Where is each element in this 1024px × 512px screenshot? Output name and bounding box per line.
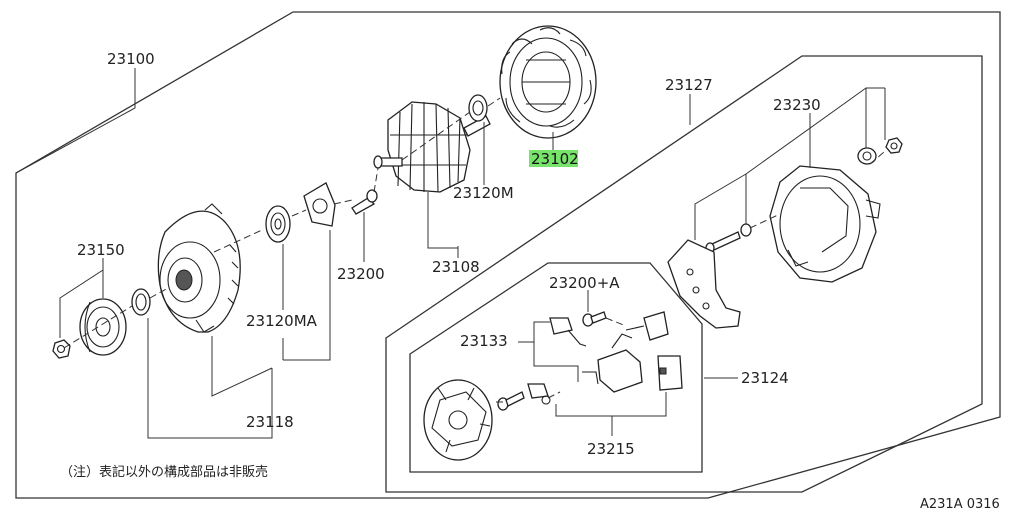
leader-23215: [555, 392, 667, 436]
label-23150[interactable]: 23150: [77, 241, 125, 259]
label-23108[interactable]: 23108: [432, 258, 480, 276]
brush-screw: [497, 391, 525, 411]
label-23200a[interactable]: 23200+A: [549, 274, 620, 292]
regulator: [582, 333, 643, 393]
label-23127[interactable]: 23127: [665, 76, 713, 94]
subassembly-frame: [385, 55, 983, 493]
label-23118[interactable]: 23118: [246, 413, 294, 431]
regulator-screw: [582, 311, 607, 327]
leader-23100: [15, 68, 136, 174]
drawing-code: A231A 0316: [920, 497, 1000, 512]
leader-23133: [518, 321, 579, 382]
label-23124[interactable]: 23124: [741, 369, 789, 387]
rectifier-plate: [667, 239, 741, 329]
label-23120ma[interactable]: 23120MA: [246, 312, 318, 330]
label-23230[interactable]: 23230: [773, 96, 821, 114]
brush-holder-frame: [409, 262, 703, 473]
label-23120m[interactable]: 23120M: [453, 184, 514, 202]
cover-nut-large: [857, 147, 877, 165]
cover-nut-small: [885, 137, 903, 154]
leader-23120ma: [282, 230, 331, 361]
main-axis-dashes: [63, 97, 501, 349]
pulley-nut: [52, 339, 71, 359]
label-23200[interactable]: 23200: [337, 265, 385, 283]
ic-regulator: [657, 355, 683, 391]
rear-cover: [769, 165, 881, 283]
leader-23230-branches: [694, 87, 886, 240]
terminal-bolt: [705, 231, 741, 254]
pulley-washer: [131, 288, 151, 316]
brush-block: [549, 317, 587, 347]
stator: [499, 25, 597, 139]
retainer-screw: [351, 189, 378, 215]
bearing-retainer: [303, 182, 336, 227]
terminal-washer: [740, 223, 752, 237]
brush-axis-dashes: [496, 317, 627, 403]
front-bearing: [265, 205, 291, 243]
label-23100[interactable]: 23100: [107, 50, 155, 68]
label-23215[interactable]: 23215: [587, 440, 635, 458]
rear-axis-dashes: [749, 151, 885, 229]
leader-23108: [427, 192, 459, 258]
pulley: [79, 298, 127, 356]
rotor: [373, 101, 491, 193]
brush-plate: [423, 379, 493, 461]
label-23102[interactable]: 23102: [531, 150, 579, 168]
label-23133[interactable]: 23133: [460, 332, 508, 350]
rear-bearing: [468, 94, 488, 122]
outer-frame: [15, 11, 1001, 499]
highlight-23102: [529, 150, 578, 167]
brush-small-part: [527, 383, 551, 405]
leader-23150: [59, 258, 104, 338]
footnote: （注）表記以外の構成部品は非販売: [60, 464, 268, 480]
front-housing: [157, 203, 241, 333]
leader-23118: [147, 318, 273, 439]
regulator-cover: [625, 311, 669, 341]
